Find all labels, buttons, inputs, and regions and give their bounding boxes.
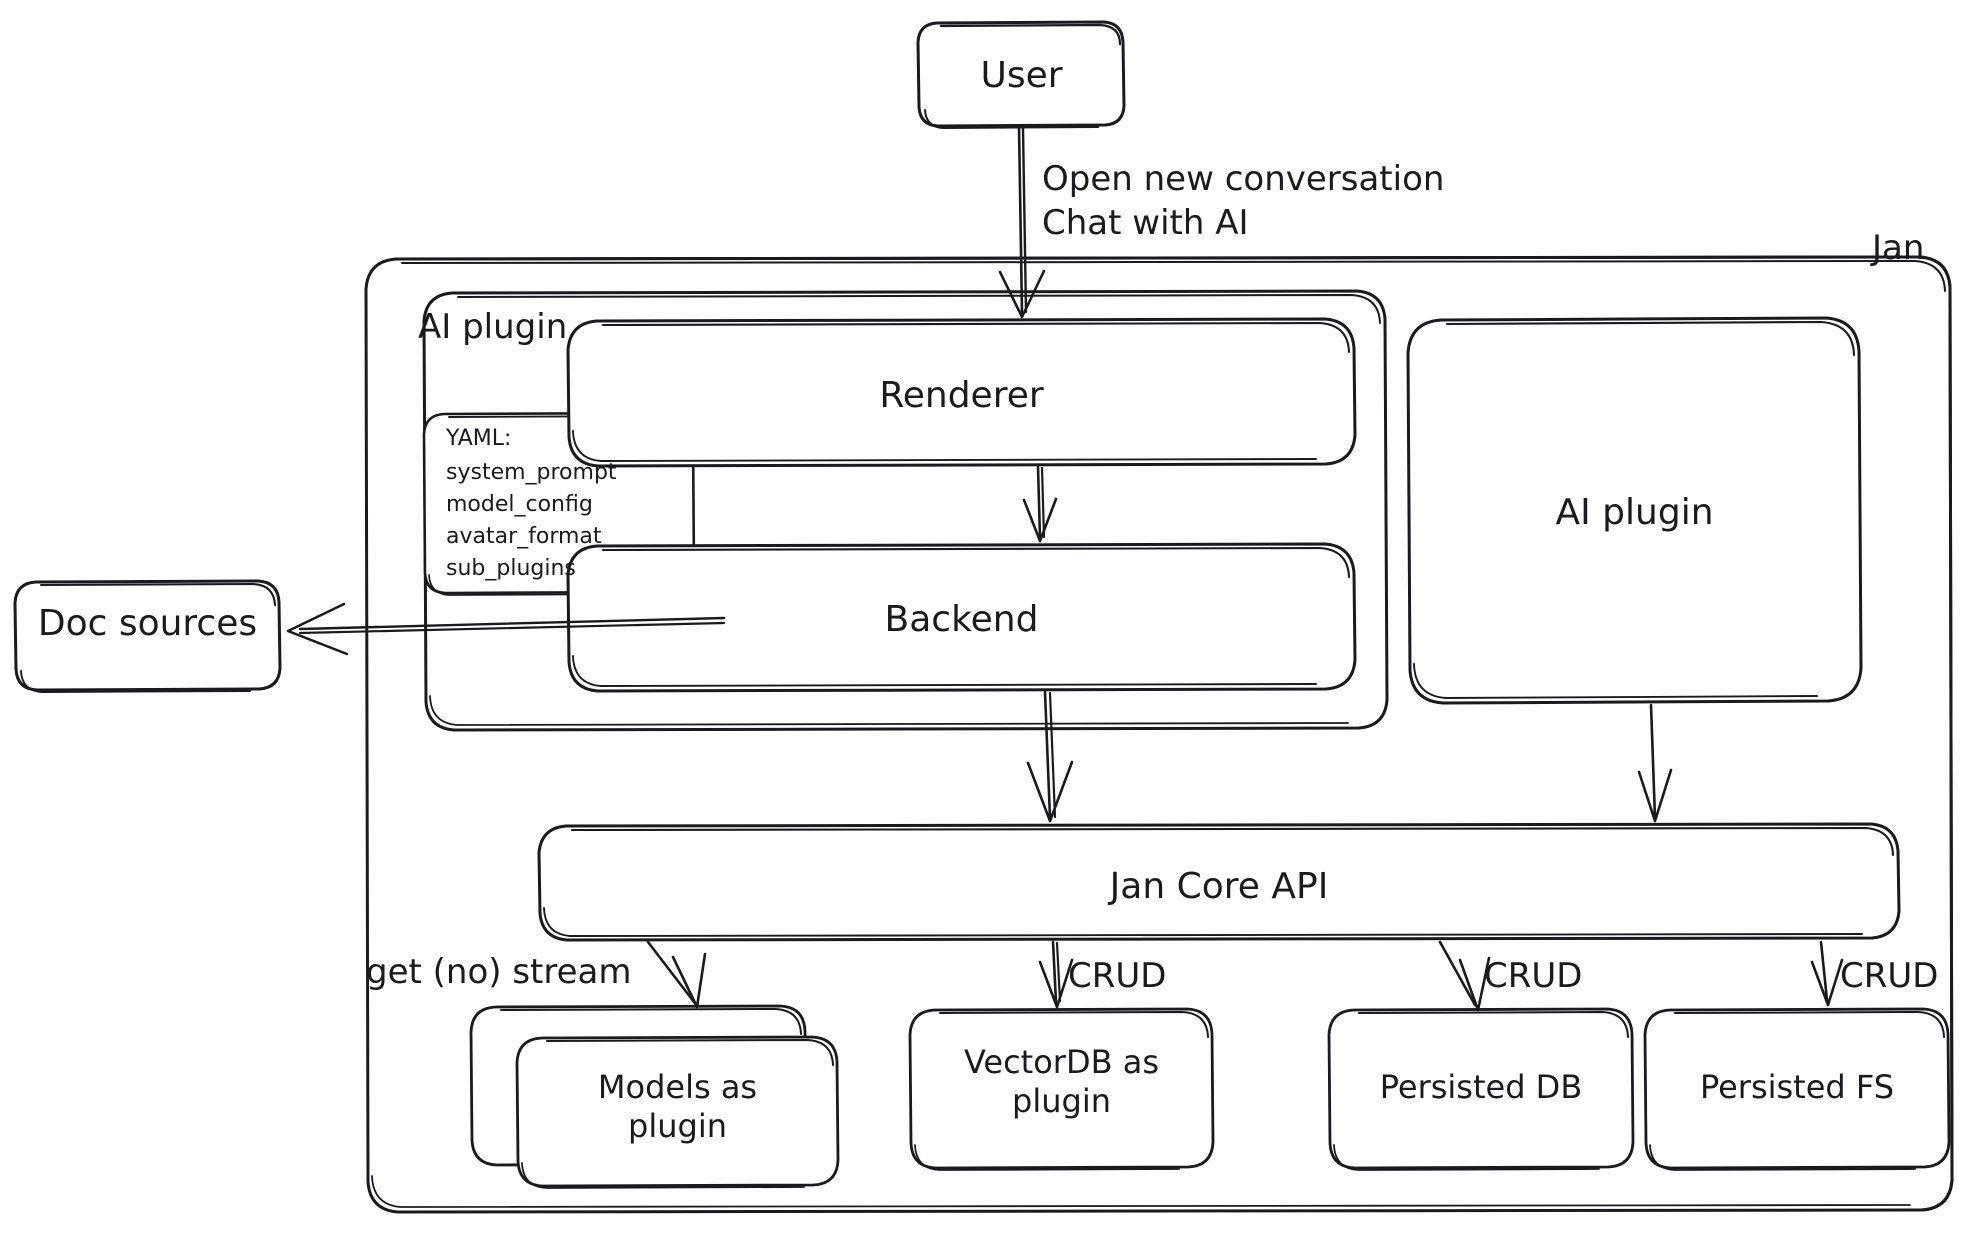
edge-label-core-to-models: get (no) stream [366,952,632,992]
arrow-core-to-persisted-fs [1810,940,1844,1007]
doc-sources-node[interactable] [15,581,280,690]
jan-container-label: Jan [1872,228,1925,268]
arrow-core-to-vectordb [1038,940,1074,1009]
yaml-card[interactable] [424,413,694,594]
arrow-renderer-to-backend [1022,465,1058,543]
vectordb-as-plugin-node[interactable] [910,1009,1213,1170]
jan-core-api-node[interactable] [539,824,1899,940]
models-as-plugin-node[interactable] [471,1006,838,1188]
edge-label-core-to-persisted-db: CRUD [1484,956,1583,996]
user-node[interactable] [918,22,1124,126]
ai-plugin-group-label: AI plugin [418,307,568,347]
arrow-user-to-renderer [998,125,1046,319]
persisted-fs-node[interactable] [1645,1009,1949,1170]
arrow-backend-to-core [1026,690,1074,823]
arrow-core-to-persisted-db [1438,940,1491,1012]
edge-label-user-to-renderer: Open new conversation Chat with AI [1042,159,1445,243]
edge-label-core-to-persisted-fs: CRUD [1840,956,1939,996]
persisted-db-node[interactable] [1329,1009,1633,1170]
edge-label-core-to-vectordb: CRUD [1068,956,1167,996]
arrow-aiplugin-to-core [1637,703,1673,823]
ai-plugin-right-node[interactable] [1408,318,1861,703]
arrow-core-to-models [646,940,707,1009]
